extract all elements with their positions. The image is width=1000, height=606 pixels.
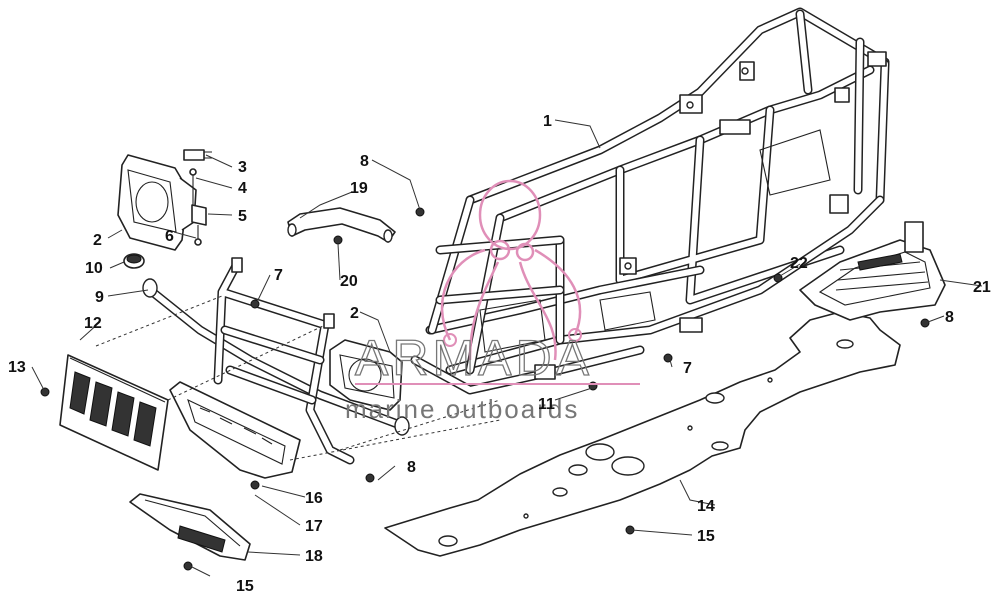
callout-4: 4 [238, 180, 247, 197]
callout-20: 20 [340, 273, 358, 290]
skid-plate [384, 311, 901, 557]
callout-5: 5 [238, 208, 247, 225]
callout-1: 1 [543, 113, 552, 130]
watermark-brand: ARMADA [355, 330, 593, 386]
callout-8: 8 [945, 309, 954, 326]
callout-18: 18 [305, 548, 323, 565]
callout-7: 7 [274, 267, 283, 284]
callout-labels: 1 2 2 3 4 5 6 7 7 8 8 8 9 10 11 12 13 14… [8, 113, 991, 595]
watermark: ARMADA marine outboards [345, 179, 640, 424]
watermark-tagline: marine outboards [345, 394, 579, 424]
front-grille [59, 354, 169, 471]
callout-11: 11 [538, 396, 555, 413]
callout-6: 6 [165, 228, 174, 245]
leader-lines [31, 119, 983, 577]
callout-10: 10 [85, 260, 103, 277]
headlight-hardware [183, 149, 212, 246]
plug-part-10 [123, 253, 145, 269]
callout-2: 2 [93, 232, 102, 249]
callout-13: 13 [8, 359, 26, 376]
front-bumper [142, 257, 410, 465]
watermark-octopus-logo [440, 179, 582, 361]
lower-guard [129, 493, 251, 561]
callout-8: 8 [360, 153, 369, 170]
headlight-left [117, 154, 197, 251]
headlight-right [329, 339, 403, 411]
callout-14: 14 [697, 498, 715, 515]
callout-15: 15 [236, 578, 254, 595]
callout-16: 16 [305, 490, 323, 507]
callout-3: 3 [238, 159, 247, 176]
callout-19: 19 [350, 180, 368, 197]
callout-21: 21 [973, 279, 991, 296]
callout-12: 12 [84, 315, 102, 332]
front-guard [169, 381, 301, 479]
callout-7: 7 [683, 360, 692, 377]
callout-17: 17 [305, 518, 323, 535]
footrest-right [799, 221, 946, 321]
callout-9: 9 [95, 289, 104, 306]
brace-bar [287, 207, 396, 243]
callout-22: 22 [790, 255, 808, 272]
callout-2: 2 [350, 305, 359, 322]
callout-15: 15 [697, 528, 715, 545]
callout-8: 8 [407, 459, 416, 476]
